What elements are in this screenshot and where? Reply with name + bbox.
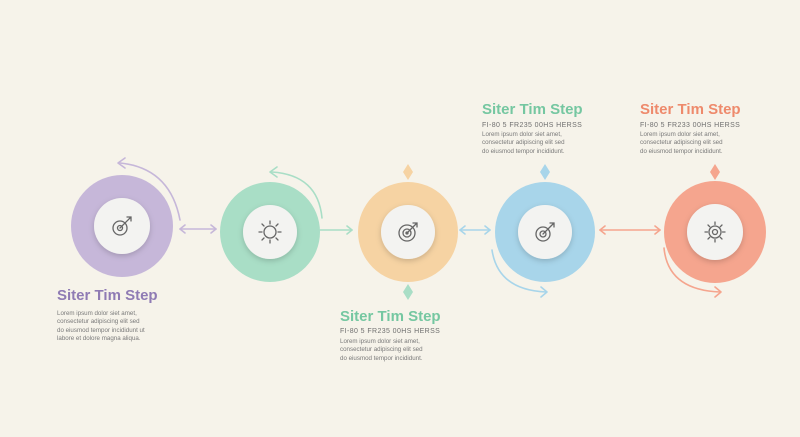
blue-diamond-top <box>540 164 550 180</box>
step-3-subtitle: FI-80 5 FR235 00HS HERSS <box>340 328 441 335</box>
step-3-body: Lorem ipsum dolor siet amet, consectetur… <box>340 338 423 362</box>
step-3-title: Siter Tim Step <box>340 308 441 325</box>
step-4-body: Lorem ipsum dolor siet amet, consectetur… <box>482 131 565 155</box>
step-1-title: Siter Tim Step <box>57 287 158 304</box>
green-arc-arrow <box>271 171 323 219</box>
step-5-body: Lorem ipsum dolor siet amet, consectetur… <box>640 131 723 155</box>
target-arrow-icon <box>535 222 555 242</box>
coral-arc-arrow <box>663 247 721 293</box>
purple-arc-arrow <box>119 162 181 221</box>
step-2-node <box>220 182 320 282</box>
step-4-subtitle: FI-80 5 FR235 00HS HERSS <box>482 122 583 129</box>
step-4-title: Siter Tim Step <box>482 101 583 118</box>
green-diamond-bottom <box>403 284 413 300</box>
target-arrow-icon <box>112 216 132 236</box>
purple-arc-head <box>117 157 126 169</box>
gear-icon <box>704 221 726 243</box>
coral-diamond-top <box>710 164 720 180</box>
blue-arc-arrow <box>491 249 547 293</box>
step-5-title: Siter Tim Step <box>640 101 741 118</box>
orange-diamond-top <box>403 164 413 180</box>
step-5-subtitle: FI-80 5 FR233 00HS HERSS <box>640 122 741 129</box>
step-1-body: Lorem ipsum dolor siet amet, consectetur… <box>57 310 145 343</box>
dartboard-icon <box>398 222 418 242</box>
sun-gear-icon <box>258 220 282 244</box>
step-5-node <box>664 181 766 283</box>
